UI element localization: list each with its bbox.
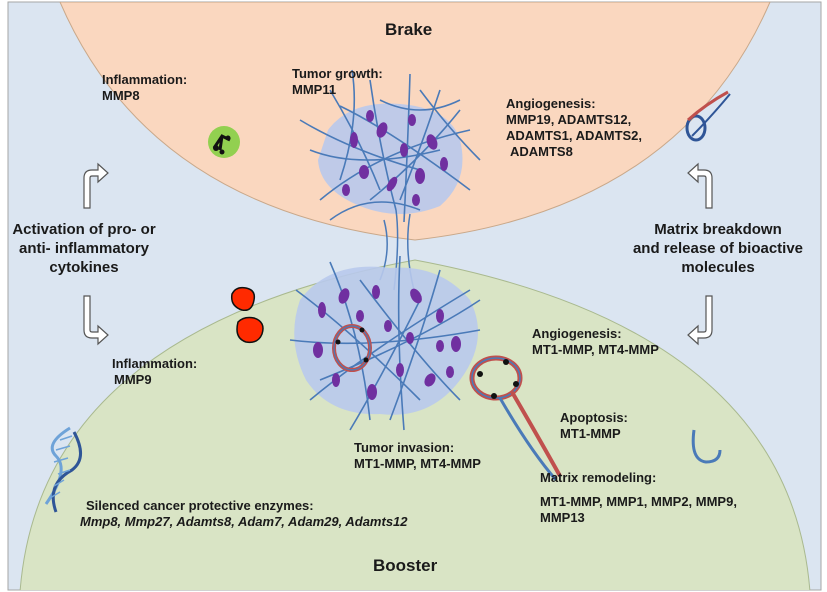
right-side-line-2: and release of bioactive — [632, 240, 804, 257]
booster-title: Booster — [373, 556, 438, 575]
booster-tumor-invasion-title: Tumor invasion: — [354, 440, 455, 455]
booster-inflammation-label: Inflammation: MMP9 — [112, 356, 197, 388]
embedded-vessel-icon — [332, 324, 372, 372]
booster-matrix-remodeling-title: Matrix remodeling: — [540, 470, 657, 485]
brake-arrow-right — [687, 162, 713, 209]
booster-inflammation-item: MMP9 — [114, 372, 152, 387]
brake-angiogenesis-title: Angiogenesis: — [506, 96, 596, 111]
booster-apoptosis-title: Apoptosis: — [560, 410, 628, 425]
tumor-mass-icon — [289, 255, 481, 431]
brake-angiogenesis-item-2: ADAMTS1, ADAMTS2, — [506, 128, 643, 143]
booster-silenced-title: Silenced cancer protective enzymes: — [86, 498, 314, 513]
brake-angiogenesis-label: Angiogenesis: MMP19, ADAMTS12, ADAMTS1, … — [506, 96, 642, 160]
small-vessel-icon — [691, 429, 722, 464]
booster-arrow-right — [687, 295, 713, 346]
brake-title: Brake — [385, 20, 433, 39]
booster-apoptosis-item: MT1-MMP — [560, 426, 621, 441]
brake-tumor-growth-item: MMP11 — [292, 82, 337, 97]
booster-arrow-left — [83, 295, 109, 346]
booster-tumor-invasion-label: Tumor invasion: MT1-MMP, MT4-MMP — [354, 440, 481, 472]
booster-matrix-remodeling-label: Matrix remodeling: MT1-MMP, MMP1, MMP2, … — [540, 470, 737, 526]
brake-inflammation-label: Inflammation: MMP8 — [102, 72, 187, 104]
left-side-line-3: cytokines — [49, 259, 119, 276]
booster-apoptosis-label: Apoptosis: MT1-MMP — [560, 410, 628, 442]
booster-angiogenesis-item: MT1-MMP, MT4-MMP — [532, 342, 659, 357]
large-vessel-icon — [469, 355, 562, 481]
booster-region — [19, 259, 811, 590]
brake-angiogenesis-item-3: ADAMTS8 — [510, 144, 573, 159]
left-side-line-2: anti- inflammatory — [18, 240, 150, 257]
red-blood-cells-icon — [230, 286, 264, 344]
tumor-cluster-icon — [299, 69, 481, 223]
vessel-icon — [685, 90, 731, 142]
brake-arrow-left — [83, 162, 109, 209]
green-cell-icon — [208, 126, 240, 158]
right-side-line-1: Matrix breakdown — [654, 221, 782, 238]
booster-silenced-label: Silenced cancer protective enzymes: Mmp8… — [80, 498, 408, 530]
booster-silenced-item: Mmp8, Mmp27, Adamts8, Adam7, Adam29, Ada… — [80, 514, 408, 529]
brake-angiogenesis-item-1: MMP19, ADAMTS12, — [506, 112, 632, 127]
dna-helix-icon — [44, 426, 82, 513]
booster-matrix-remodeling-item-2: MMP13 — [540, 510, 585, 525]
booster-tumor-invasion-item: MT1-MMP, MT4-MMP — [354, 456, 481, 471]
left-side-label: Activation of pro- or anti- inflammatory… — [0, 220, 168, 277]
brake-inflammation-title: Inflammation: — [102, 72, 188, 87]
left-side-line-1: Activation of pro- or — [12, 221, 156, 238]
brake-tumor-growth-title: Tumor growth: — [292, 66, 383, 81]
booster-matrix-remodeling-item-1: MT1-MMP, MMP1, MMP2, MMP9, — [540, 494, 737, 509]
booster-angiogenesis-title: Angiogenesis: — [532, 326, 622, 341]
booster-inflammation-title: Inflammation: — [112, 356, 198, 371]
brake-inflammation-item: MMP8 — [102, 88, 140, 103]
booster-angiogenesis-label: Angiogenesis: MT1-MMP, MT4-MMP — [532, 326, 659, 358]
brake-tumor-growth-label: Tumor growth: MMP11 — [292, 66, 383, 98]
right-side-label: Matrix breakdown and release of bioactiv… — [612, 220, 824, 277]
right-side-line-3: molecules — [681, 259, 755, 276]
